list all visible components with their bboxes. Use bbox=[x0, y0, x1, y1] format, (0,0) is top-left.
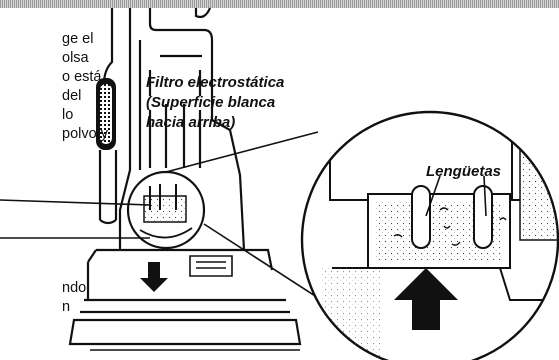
tabs-label: Lengüetas bbox=[426, 163, 502, 180]
zoomed-filter-view bbox=[300, 110, 559, 360]
vacuum-base bbox=[68, 248, 302, 351]
left-instruction-line-1: ge el bbox=[62, 31, 94, 47]
left-instruction-line-5: lo bbox=[62, 107, 74, 123]
filter-label-line-2: (Superficie blanca bbox=[146, 94, 276, 111]
left-instruction-line-6: polvo y bbox=[62, 126, 108, 142]
down-arrow bbox=[140, 262, 168, 292]
hose-grip bbox=[96, 78, 116, 150]
left-instruction-line-4: del bbox=[62, 88, 82, 104]
filter-label-line-1: Filtro electrostática bbox=[146, 74, 285, 91]
filter-label-line-3: hacia arriba) bbox=[146, 114, 236, 131]
left-instruction-line-8: n bbox=[62, 299, 71, 315]
filter-compartment bbox=[126, 170, 206, 250]
top-hatched-band bbox=[0, 0, 559, 8]
left-instruction-line-3: o está bbox=[62, 69, 102, 85]
left-instruction-line-2: olsa bbox=[62, 50, 89, 66]
vacuum-body bbox=[118, 62, 246, 251]
left-instruction-line-7: ndo bbox=[62, 280, 87, 296]
